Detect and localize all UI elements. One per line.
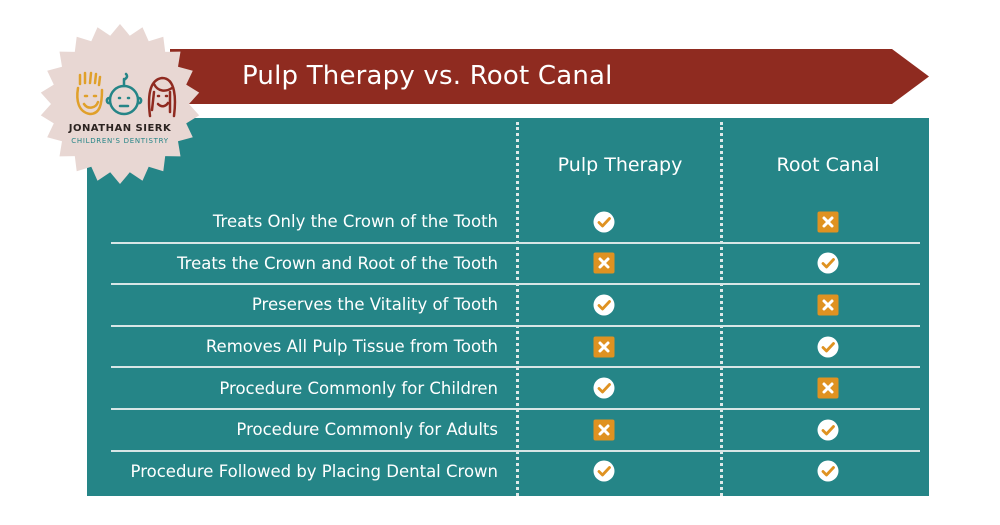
row-divider [111, 324, 920, 327]
row-divider [111, 449, 920, 452]
logo-tagline: CHILDREN'S DENTISTRY [71, 137, 169, 145]
column-divider [516, 122, 519, 496]
table-row: Procedure Commonly for Adults [87, 409, 929, 452]
pulp-therapy-cell [588, 201, 620, 243]
root-canal-cell [812, 409, 844, 451]
column-header-root-canal: Root Canal [776, 154, 880, 176]
column-divider [720, 122, 723, 496]
row-label: Procedure Commonly for Adults [236, 420, 498, 440]
title-banner: Pulp Therapy vs. Root Canal [170, 49, 930, 104]
page-title: Pulp Therapy vs. Root Canal [242, 61, 613, 91]
row-divider [111, 366, 920, 369]
row-divider [111, 241, 920, 244]
pulp-therapy-cell [588, 284, 620, 326]
x-square-icon [817, 294, 839, 316]
x-square-icon [817, 377, 839, 399]
table-row: Treats Only the Crown of the Tooth [87, 201, 929, 244]
logo-badge: JONATHAN SIERK CHILDREN'S DENTISTRY [38, 22, 202, 186]
table-row: Removes All Pulp Tissue from Tooth [87, 326, 929, 369]
root-canal-cell [812, 451, 844, 493]
root-canal-cell [812, 201, 844, 243]
comparison-table: Pulp Therapy Root Canal Treats Only the … [87, 118, 929, 496]
pulp-therapy-cell [588, 326, 620, 368]
row-label: Removes All Pulp Tissue from Tooth [205, 337, 498, 357]
table-row: Procedure Followed by Placing Dental Cro… [87, 451, 929, 493]
row-label: Procedure Commonly for Children [219, 378, 498, 398]
table-row: Treats the Crown and Root of the Tooth [87, 243, 929, 286]
arrow-banner-shape [170, 49, 929, 104]
pulp-therapy-cell [588, 409, 620, 451]
check-circle-icon [817, 460, 839, 482]
faces-illustration-icon [76, 71, 177, 118]
pulp-therapy-cell [588, 243, 620, 285]
column-header-pulp-therapy: Pulp Therapy [557, 154, 683, 176]
row-label: Preserves the Vitality of Tooth [251, 295, 498, 315]
table-row: Procedure Commonly for Children [87, 367, 929, 410]
check-circle-icon [817, 336, 839, 358]
root-canal-cell [812, 326, 844, 368]
check-circle-icon [817, 419, 839, 441]
x-square-icon [817, 211, 839, 233]
row-divider [111, 283, 920, 286]
row-divider [111, 407, 920, 410]
check-circle-icon [593, 377, 615, 399]
check-circle-icon [817, 252, 839, 274]
root-canal-cell [812, 284, 844, 326]
pulp-therapy-cell [588, 451, 620, 493]
row-label: Procedure Followed by Placing Dental Cro… [130, 461, 498, 481]
check-circle-icon [593, 460, 615, 482]
logo-name: JONATHAN SIERK [68, 123, 172, 134]
root-canal-cell [812, 243, 844, 285]
root-canal-cell [812, 367, 844, 409]
x-square-icon [593, 336, 615, 358]
row-label: Treats Only the Crown of the Tooth [212, 212, 498, 232]
x-square-icon [593, 252, 615, 274]
row-label: Treats the Crown and Root of the Tooth [177, 253, 498, 273]
table-row: Preserves the Vitality of Tooth [87, 284, 929, 327]
check-circle-icon [593, 294, 615, 316]
check-circle-icon [593, 211, 615, 233]
starburst-shape [40, 24, 200, 184]
x-square-icon [593, 419, 615, 441]
pulp-therapy-cell [588, 367, 620, 409]
